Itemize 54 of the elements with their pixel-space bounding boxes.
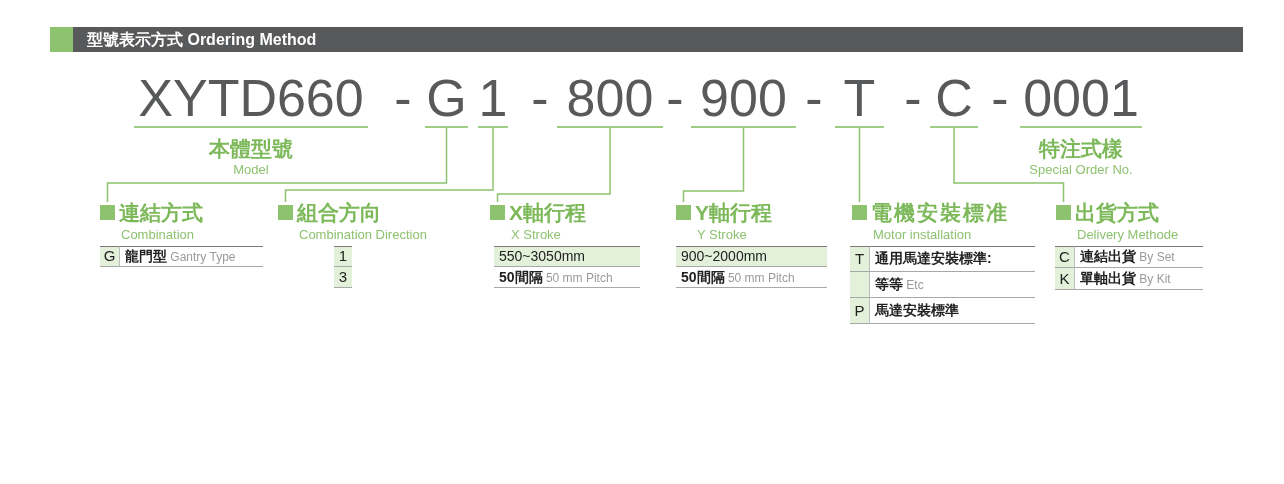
caption-heading: 本體型號 xyxy=(207,137,294,161)
code-segment: 900 xyxy=(691,70,796,128)
section-subtitle: Delivery Methode xyxy=(1077,227,1179,243)
stroke-range: 550~3050mm xyxy=(494,246,640,267)
option-code: 3 xyxy=(334,267,352,288)
option-code: 1 xyxy=(334,246,352,267)
leader-line xyxy=(496,127,611,203)
option-description: 50間隔 50 mm Pitch xyxy=(676,267,827,288)
title-bar: 型號表示方式 Ordering Method xyxy=(50,27,1243,52)
caption-subtitle: Special Order No. xyxy=(1028,162,1134,178)
option-description: 單軸出貨 By Kit xyxy=(1075,268,1203,290)
code-segment: T xyxy=(835,70,884,128)
section-heading: Y軸行程 xyxy=(695,202,772,224)
section-subtitle: Y Stroke xyxy=(697,227,747,243)
section-heading: 連結方式 xyxy=(119,202,203,224)
code-segment: 1 xyxy=(478,70,508,128)
option-code: P xyxy=(850,298,870,324)
option-description: 連結出貨 By Set xyxy=(1075,246,1203,268)
caption-subtitle: Model xyxy=(232,162,270,178)
leader-line xyxy=(858,127,861,203)
separator-dash: - xyxy=(990,70,1010,126)
section-heading: X軸行程 xyxy=(509,202,586,224)
option-code: G xyxy=(100,246,120,267)
leader-line xyxy=(682,127,745,203)
separator-dash: - xyxy=(804,70,824,126)
separator-dash: - xyxy=(903,70,923,126)
option-description: 等等 Etc xyxy=(870,272,1035,298)
code-segment: XYTD660 xyxy=(134,70,368,128)
option-description: 龍門型 Gantry Type xyxy=(120,246,263,267)
section-heading: 電機安裝標准 xyxy=(871,202,1009,224)
leader-line xyxy=(953,127,1065,203)
leader-line xyxy=(106,127,448,203)
section-subtitle: X Stroke xyxy=(511,227,561,243)
code-segment: C xyxy=(930,70,978,128)
option-description: 通用馬達安裝標準: xyxy=(870,246,1035,272)
caption-heading: 特注式樣 xyxy=(1037,137,1124,161)
code-segment: 0001 xyxy=(1020,70,1142,128)
leader-line xyxy=(284,127,494,203)
separator-dash: - xyxy=(393,70,413,126)
section-subtitle: Motor installation xyxy=(873,227,972,243)
section-heading: 組合方向 xyxy=(297,202,381,224)
option-description: 50間隔 50 mm Pitch xyxy=(494,267,640,288)
option-description: 馬達安裝標準 xyxy=(870,298,1035,324)
option-code: C xyxy=(1055,246,1075,268)
stroke-range: 900~2000mm xyxy=(676,246,827,267)
option-code: T xyxy=(850,246,870,272)
separator-dash: - xyxy=(665,70,685,126)
separator-dash: - xyxy=(530,70,550,126)
code-segment: 800 xyxy=(557,70,663,128)
section-subtitle: Combination xyxy=(121,227,194,243)
section-subtitle: Combination Direction xyxy=(299,227,427,243)
code-segment: G xyxy=(425,70,468,128)
section-heading: 出貨方式 xyxy=(1075,202,1159,224)
option-code: K xyxy=(1055,268,1075,290)
